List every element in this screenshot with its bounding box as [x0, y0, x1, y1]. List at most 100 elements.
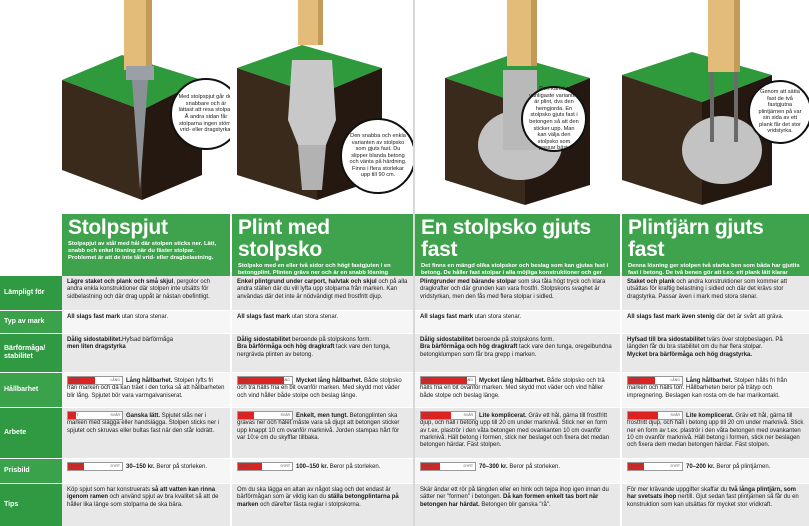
header-plint: Plint med stolpsko Stolpsko med en eller…	[232, 214, 413, 283]
rating-scale: LÄTT SVÅR	[237, 411, 293, 420]
page-gutter	[413, 0, 415, 526]
scale-max-label: SVÅR	[110, 413, 120, 417]
rating-fill	[238, 377, 284, 384]
cell-bold: Lite komplicerat.	[479, 413, 527, 420]
cell-mark-0: All slags fast mark utan stora stenar.	[62, 311, 230, 333]
cell-bold: All slags fast mark även stenig	[627, 314, 715, 320]
cell-bold: två långa plintjärn, som har svetsats ih…	[627, 487, 796, 501]
scale-min-label: KORT	[630, 378, 640, 382]
scale-max-label: LÅNG	[463, 378, 473, 382]
cell-text: Beror på storleken.	[328, 464, 381, 471]
cell-bold: 70–300 kr.	[479, 464, 508, 471]
scale-min-label: KORT	[240, 378, 250, 382]
row-label-hallbarhet: Hållbarhet	[0, 373, 62, 407]
cell-text: Om du ska lägga en altan av något slag o…	[237, 487, 391, 501]
scale-max-label: DYRT	[670, 464, 680, 468]
rating-fill	[421, 463, 440, 470]
scale-max-label: LÅNG	[670, 378, 680, 382]
cell-text: och andra konstruktioner som kommer att …	[627, 279, 788, 300]
rating-fill	[421, 377, 467, 384]
row-label-lampligt: Lämpligt för	[0, 276, 62, 310]
bubble-stolpspjut: Med stolpspjut går det snabbare och är l…	[170, 78, 230, 150]
illustration-stolpspjut: Med stolpspjut går det snabbare och är l…	[62, 0, 230, 214]
rating-fill	[238, 463, 263, 470]
cell-text: där det är svårt att gräva.	[714, 314, 784, 320]
cell-mark-3: All slags fast mark även stenig där det …	[622, 311, 809, 333]
cell-text: utan stora stenar.	[290, 314, 339, 320]
cell-tips-2: Skär ändar ett rör på längden eller en h…	[415, 484, 620, 526]
bubble-plintjarn: Genom att sätta fast de två fastgjutna p…	[748, 80, 809, 144]
rating-fill	[68, 463, 85, 470]
cell-lampligt-0: Lägre staket och plank och små skjul, pe…	[62, 276, 230, 310]
rating-scale: BILLIGT DYRT	[420, 462, 476, 471]
cell-text: För mer krävande uppgifter skaffar du	[627, 487, 729, 493]
rating-scale: KORT LÅNG	[237, 376, 293, 385]
cell-text: Spjutet slås ner i marken med slägga ell…	[67, 413, 220, 434]
cell-bold: Ganska lätt.	[126, 413, 161, 420]
cell-bold: Lång hållbarhet.	[686, 378, 733, 385]
bubble-gjuts-stolpsko: Den kanske vanligaste varianten är plint…	[521, 86, 587, 152]
cell-text: nertill. Gjut sedan fast plintjärnen så …	[627, 494, 799, 508]
cell-bold: Enkelt, men tungt.	[296, 413, 349, 420]
scale-max-label: DYRT	[463, 464, 473, 468]
cell-bold: Dålig sidostabilitet	[237, 337, 291, 343]
cell-text: Både stolpsko och trä hålls fria en bit …	[237, 378, 402, 399]
row-label-mark: Typ av mark	[0, 311, 62, 333]
intro-stolpspjut: Stolpspjut av stål med hål där stolpen s…	[68, 241, 217, 261]
cell-text: beroende på stolpskons form.	[473, 337, 555, 343]
cell-tips-1: Om du ska lägga en altan av något slag o…	[232, 484, 413, 526]
cell-bold: All slags fast mark	[420, 314, 474, 320]
scale-min-label: BILLIGT	[240, 464, 254, 468]
cell-mark-2: All slags fast mark utan stora stenar.	[415, 311, 620, 333]
cell-tips-0: Köp spjut som har konstruerats så att va…	[62, 484, 230, 526]
cell-text: och därefter fästa reglar i stolpskorna.	[258, 501, 361, 508]
scale-min-label: KORT	[70, 378, 80, 382]
rating-fill	[628, 412, 658, 419]
rating-scale: BILLIGT DYRT	[237, 462, 293, 471]
cell-text: Betongen blir ganska "rå".	[479, 501, 551, 508]
cell-bold: så att vatten kan rinna igenom ramen	[67, 487, 216, 501]
illustration-plint: Den snabba och enkla varianten av stolps…	[232, 0, 413, 214]
cell-bold: Plintgrunder med bärande stolpar	[420, 279, 517, 285]
cell-text: som ska tåla högt tryck och klara dragkr…	[420, 279, 606, 300]
row-label-prisbild: Prisbild	[0, 459, 62, 483]
scale-min-label: BILLIGT	[423, 464, 437, 468]
cell-bold: Dålig sidostabilitet	[420, 337, 474, 343]
cell-text: Gräv ett hål, gärna till frostfritt djup…	[627, 413, 804, 449]
scale-max-label: DYRT	[110, 464, 120, 468]
scale-max-label: DYRT	[280, 464, 290, 468]
row-label-tips: Tips	[0, 484, 62, 526]
scale-max-label: LÅNG	[280, 378, 290, 382]
cell-text: Stolpen hålls fri från marken och hålls …	[627, 378, 788, 399]
cell-bold: Mycket lång hållbarhet.	[479, 378, 546, 385]
scale-max-label: SVÅR	[670, 413, 680, 417]
bubble-plint: Den snabba och enkla varianten av stolps…	[340, 118, 413, 194]
cell-text: utan stora stenar.	[473, 314, 522, 320]
title-plintjarn: Plintjärn gjuts fast	[628, 216, 764, 261]
rating-fill	[628, 463, 645, 470]
cell-barformaga-1: Dålig sidostabilitet beroende på stolpsk…	[232, 334, 413, 372]
title-gjuts-stolpsko: En stolpsko gjuts fast	[421, 216, 591, 261]
cell-bold: Lite komplicerat.	[686, 413, 734, 420]
cell-bold: All slags fast mark	[237, 314, 291, 320]
cell-text: Både stolpsko och trä hålls fria en bit …	[420, 378, 605, 399]
cell-bold: 30–150 kr.	[126, 464, 155, 471]
scale-max-label: SVÅR	[280, 413, 290, 417]
gjuts-stolpsko-drawing	[415, 0, 620, 214]
scale-min-label: LÄTT	[240, 413, 249, 417]
cell-lampligt-2: Plintgrunder med bärande stolpar som ska…	[415, 276, 620, 310]
cell-lampligt-3: Staket och plank och andra konstruktione…	[622, 276, 809, 310]
cell-text: Beror på plintjärnen.	[714, 464, 771, 471]
cell-bold: Hyfsad till bra sidostabilitet	[627, 337, 706, 343]
